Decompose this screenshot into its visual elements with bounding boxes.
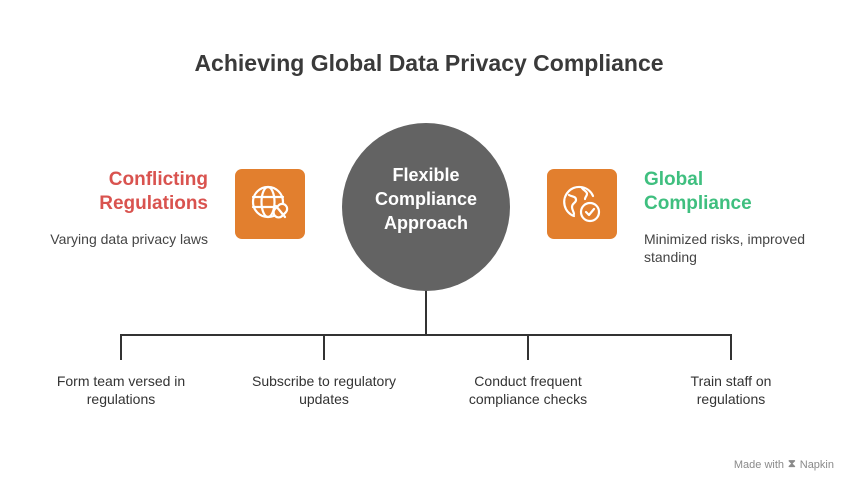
globe-check-icon [547,169,617,239]
left-title: Conflicting Regulations [99,169,208,214]
right-description: Minimized risks, improved standing [644,231,806,265]
center-label: Flexible Compliance Approach [374,165,478,233]
step-3-label: Conduct frequent compliance checks [468,373,588,407]
page-title: Achieving Global Data Privacy Compliance [194,50,664,76]
step-4-label: Train staff on regulations [690,373,772,407]
center-circle: Flexible Compliance Approach [342,123,510,291]
right-title: Global Compliance [644,169,752,214]
made-with-badge: Made with ⧗ Napkin [734,458,834,471]
napkin-logo-icon: ⧗ [788,458,796,470]
step-2-label: Subscribe to regulatory updates [252,373,396,407]
made-with-text: Made with [733,458,785,471]
napkin-brand: Napkin [799,458,834,471]
step-1-label: Form team versed in regulations [56,373,186,407]
left-description: Varying data privacy laws [50,231,208,247]
globe-unlinked-icon [235,169,305,239]
